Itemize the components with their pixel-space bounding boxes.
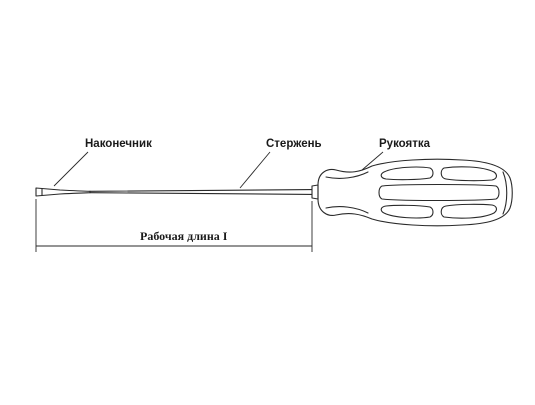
handle-neck-line [325,171,369,214]
handle-outline [317,158,513,227]
grip-pad-upper-left [380,166,434,181]
tip-label: Наконечник [85,138,152,150]
tip-blade [35,187,91,197]
tip-leader-line [53,151,89,187]
handle-end-line [502,171,508,215]
grip-pad-upper-right [440,166,497,182]
handle-leader-line [361,151,384,171]
handle-label: Рукоятка [379,138,431,150]
shaft-label: Стержень [266,138,322,150]
ferrule [311,184,319,200]
grip-pad-lower-right [440,203,497,219]
working-length-label: Рабочая длина I [140,229,228,243]
grip-pad-lower-left [380,204,434,219]
shaft-leader-line [239,151,271,189]
shaft [89,189,313,195]
grip-pad-middle [378,183,500,202]
